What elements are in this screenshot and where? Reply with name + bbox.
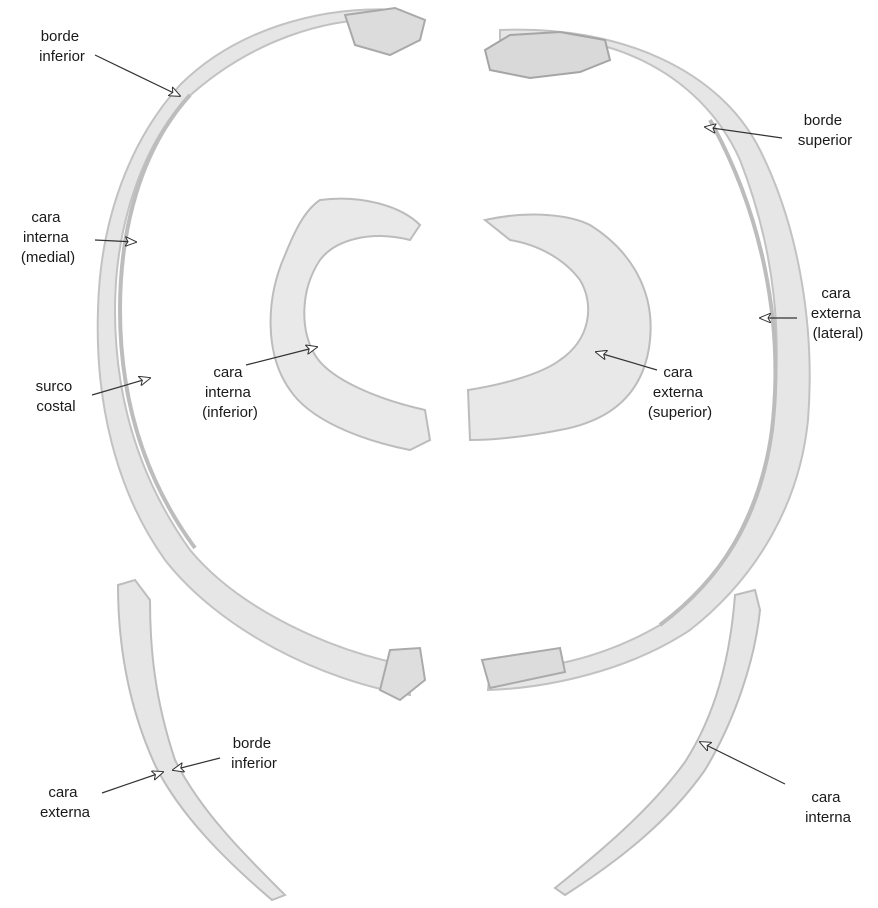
label-cara-externa-superior: cara externa (superior) [648,364,712,421]
label-cara-externa-lateral: cara externa (lateral) [811,285,865,342]
right-rib-head [485,32,610,78]
label-cara-interna-12: cara interna [805,789,852,826]
label-borde-superior: borde superior [798,112,852,149]
first-rib-left-shape [271,199,430,450]
label-surco-costal: surco costal [36,378,77,415]
arrow-cara-interna-12 [700,742,785,784]
arrow-cara-externa-12 [102,772,163,793]
left-rib-sternal-end [380,648,425,700]
first-rib-right [468,215,651,440]
label-borde-inferior-12: borde inferior [231,735,277,772]
first-rib-right-shape [468,215,651,440]
arrow-borde-inferior-12 [173,758,220,770]
left-rib-head [345,8,425,55]
label-cara-interna-medial: cara interna (medial) [21,209,75,266]
label-borde-inferior-top: borde inferior [39,28,85,65]
annotation-arrows [92,55,797,793]
label-cara-interna-inferior: cara interna (inferior) [202,364,258,421]
label-cara-externa-12: cara externa [40,784,91,821]
first-rib-left [271,199,430,450]
arrow-borde-inferior-top [95,55,180,96]
right-rib-shape [488,30,810,690]
